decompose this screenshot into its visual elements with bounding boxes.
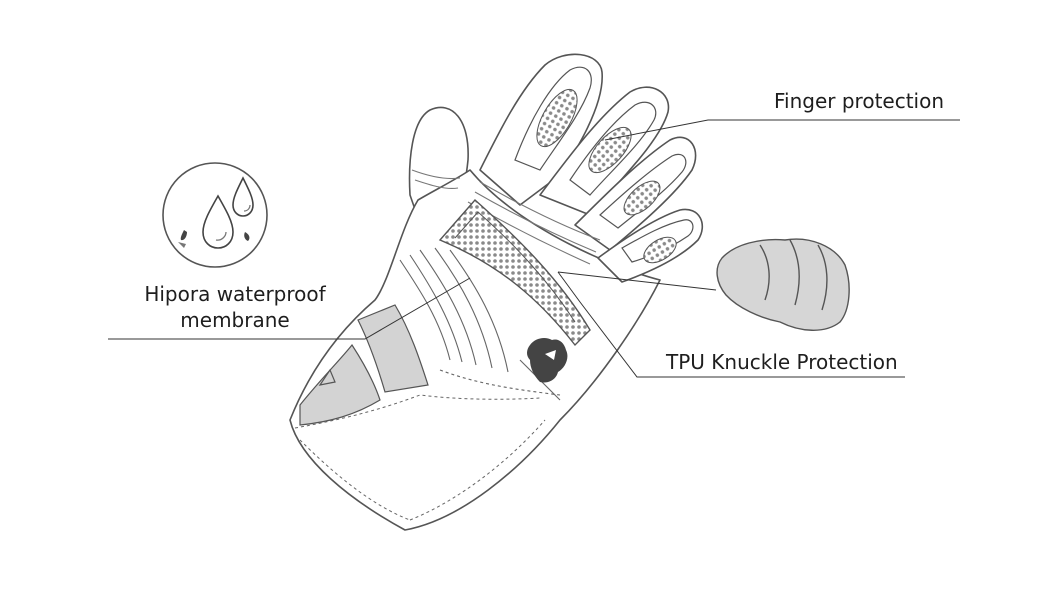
bear-head-logo [527, 337, 568, 383]
membrane-panels [299, 304, 429, 426]
hipora-membrane-label: Hipora waterproof membrane [120, 281, 350, 333]
glove [289, 53, 704, 531]
finger-pad-4 [643, 236, 677, 264]
finger-protection-pads [536, 88, 677, 264]
glove-hand [289, 169, 661, 531]
tpu-knuckle-protector [438, 199, 591, 347]
leader-lines [108, 119, 960, 378]
finger-pad-1 [536, 88, 578, 148]
finger-protection-label: Finger protection [774, 89, 945, 113]
tpu-knuckle-protection-label: TPU Knuckle Protection [666, 350, 898, 374]
hipora-membrane-label-line1: Hipora waterproof [144, 282, 326, 306]
clenched-fist-icon [716, 238, 850, 331]
hipora-membrane-label-line2: membrane [180, 308, 290, 332]
finger-pad-3 [623, 180, 661, 216]
leader-tpu [557, 271, 905, 378]
leader-fist [557, 271, 717, 291]
finger-pad-2 [588, 126, 632, 174]
leader-membrane [108, 277, 471, 340]
water-drops-icon [162, 162, 268, 268]
leader-finger [604, 119, 960, 141]
